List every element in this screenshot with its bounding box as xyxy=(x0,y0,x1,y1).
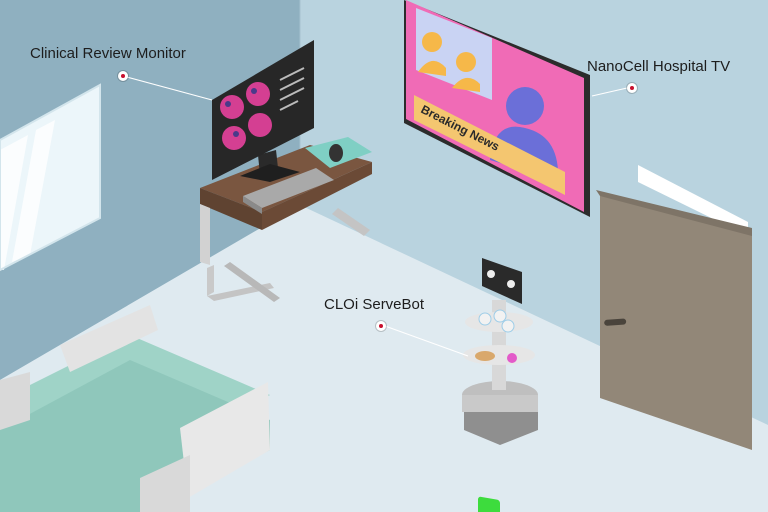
nanocell-tv-hotspot[interactable] xyxy=(627,83,637,93)
monitor-leader-line xyxy=(122,75,213,101)
cloi-servebot-label: CLOi ServeBot xyxy=(324,296,425,313)
bot-face xyxy=(482,258,522,304)
door-handle xyxy=(604,318,627,326)
review-monitor xyxy=(212,40,314,182)
desk-mousepad xyxy=(305,137,372,168)
nanocell-tv-label: NanoCell Hospital TV xyxy=(587,58,731,75)
servebot xyxy=(462,258,538,512)
bot-leader-line xyxy=(384,325,469,357)
door xyxy=(596,165,752,450)
clinical-review-monitor-hotspot[interactable] xyxy=(118,71,128,81)
clinical-review-monitor-label: Clinical Review Monitor xyxy=(30,45,186,62)
news-banner xyxy=(414,95,565,195)
hospital-tv xyxy=(404,0,590,217)
keyboard xyxy=(243,168,334,214)
cloi-servebot-hotspot[interactable] xyxy=(376,321,386,331)
window xyxy=(0,83,101,272)
bed xyxy=(0,305,270,512)
bot-status-light xyxy=(478,496,500,512)
tv-leader-line xyxy=(591,87,628,97)
